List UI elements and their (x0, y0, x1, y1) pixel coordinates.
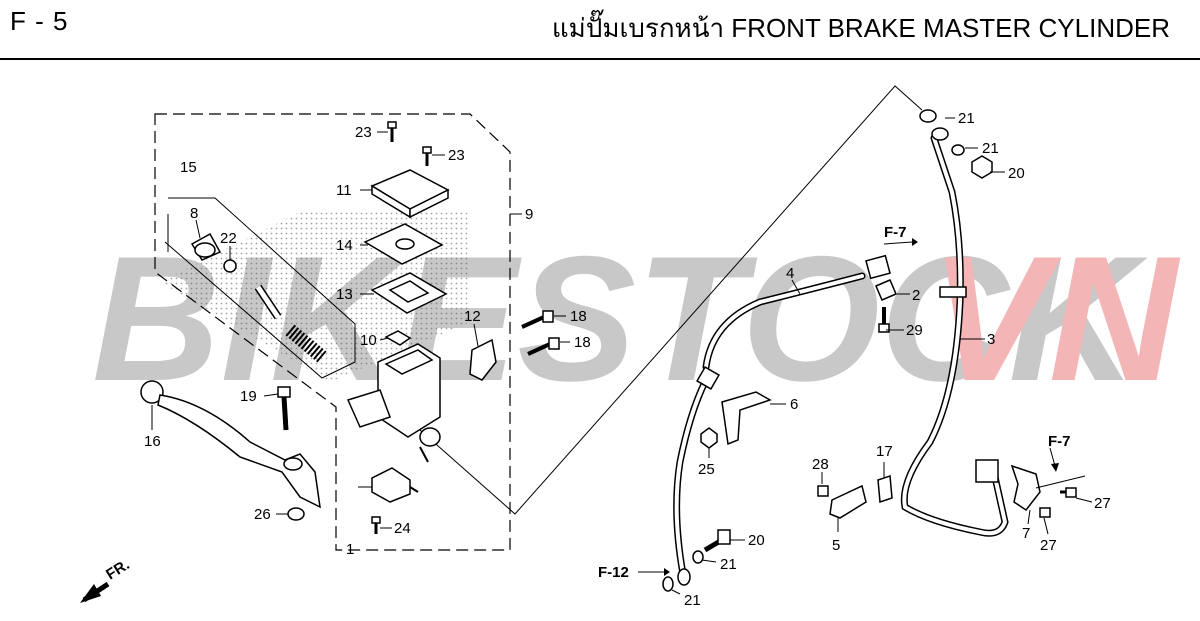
screw-23-b (422, 146, 432, 166)
washer-21-c (951, 144, 965, 156)
callout-29: 29 (906, 322, 923, 339)
callout-21-d: 21 (684, 592, 701, 609)
page-code: F - 5 (10, 6, 69, 36)
callout-4: 4 (786, 265, 794, 282)
callout-8: 8 (190, 205, 198, 222)
callout-21-c: 21 (720, 556, 737, 573)
callout-26: 26 (254, 506, 271, 523)
callout-9: 9 (525, 206, 533, 223)
page-title: แม่ปั๊มเบรกหน้า FRONT BRAKE MASTER CYLIN… (551, 13, 1170, 43)
callout-1: 1 (346, 541, 354, 558)
washer-21-e (662, 576, 674, 592)
callout-28: 28 (812, 456, 829, 473)
piston (254, 284, 282, 320)
ref-f12: F-12 (598, 564, 629, 581)
callout-10: 10 (360, 332, 377, 349)
clamp-17 (877, 474, 893, 504)
callout-2: 2 (912, 287, 920, 304)
callout-20-a: 20 (1008, 165, 1025, 182)
watermark-accent: VN (930, 219, 1181, 418)
pivot-nut (287, 507, 305, 521)
guide-line (419, 85, 923, 515)
callout-18-a: 18 (570, 308, 587, 325)
washer-21-b (931, 127, 949, 141)
pivot-bolt (277, 386, 291, 431)
bolt-28 (817, 485, 829, 497)
callout-27-a: 27 (1094, 495, 1111, 512)
washer-21-a (919, 109, 937, 123)
ref-front: FR. (103, 556, 133, 583)
callout-24: 24 (394, 520, 411, 537)
callout-labels: 1 2 3 4 5 6 7 8 9 10 11 12 13 14 15 16 1… (144, 110, 1111, 609)
callout-19: 19 (240, 388, 257, 405)
bolt-27-b (1039, 507, 1051, 518)
nut-25 (700, 427, 718, 449)
hose-bracket (721, 391, 772, 446)
bracket-7 (1010, 464, 1041, 512)
callout-12: 12 (464, 308, 481, 325)
callout-13: 13 (336, 286, 353, 303)
leader-lines (151, 117, 1093, 595)
handle-holder (469, 338, 497, 381)
front-arrow (80, 581, 110, 603)
callout-11: 11 (336, 182, 352, 199)
brake-hose-right (900, 134, 1009, 537)
callout-5: 5 (832, 537, 840, 554)
bolt-18-a (521, 310, 554, 329)
screw-23-a (387, 121, 397, 142)
spring (285, 324, 327, 363)
callout-23-b: 23 (448, 147, 465, 164)
callout-16: 16 (144, 433, 161, 450)
circlip (223, 259, 237, 273)
piston-set-bracket (164, 197, 356, 379)
joint-piece (384, 330, 412, 346)
callout-21-b: 21 (982, 140, 999, 157)
parts-diagram: BIKESTOCK VN (80, 85, 1181, 609)
ref-f7-top: F-7 (884, 224, 907, 241)
screw-24 (371, 516, 381, 534)
header-divider (0, 58, 1200, 60)
hose-clamp (875, 279, 897, 301)
callout-14: 14 (336, 237, 353, 254)
callout-23-a: 23 (355, 124, 372, 141)
callout-15: 15 (180, 159, 197, 176)
washer-21-d (692, 550, 704, 564)
callout-18-b: 18 (574, 334, 591, 351)
callout-6: 6 (790, 396, 798, 413)
bolt-20-b (703, 529, 731, 553)
ref-arrow-f7-top (883, 241, 913, 245)
bolt-20-a (971, 155, 993, 179)
callout-21-a: 21 (958, 110, 975, 127)
ref-arrow-f7-right (1049, 447, 1056, 467)
brake-hose-upper (702, 254, 891, 371)
stop-switch (371, 467, 419, 503)
bolt-27-a (1060, 487, 1077, 498)
callout-20-b: 20 (748, 532, 765, 549)
callout-7: 7 (1022, 525, 1030, 542)
brake-hose-lower-left (673, 366, 720, 578)
callout-17: 17 (876, 443, 893, 460)
callout-22: 22 (220, 230, 237, 247)
bolt-18-b (527, 337, 560, 356)
callout-27-b: 27 (1040, 537, 1057, 554)
assembly-boundary (154, 113, 511, 551)
boot (190, 232, 222, 261)
callout-3: 3 (987, 331, 995, 348)
bolt-29 (878, 307, 890, 333)
clamp-5 (829, 484, 867, 519)
callout-25: 25 (698, 461, 715, 478)
brake-lever (140, 380, 321, 509)
ref-f7-right: F-7 (1048, 433, 1071, 450)
master-cylinder-body (346, 343, 441, 463)
